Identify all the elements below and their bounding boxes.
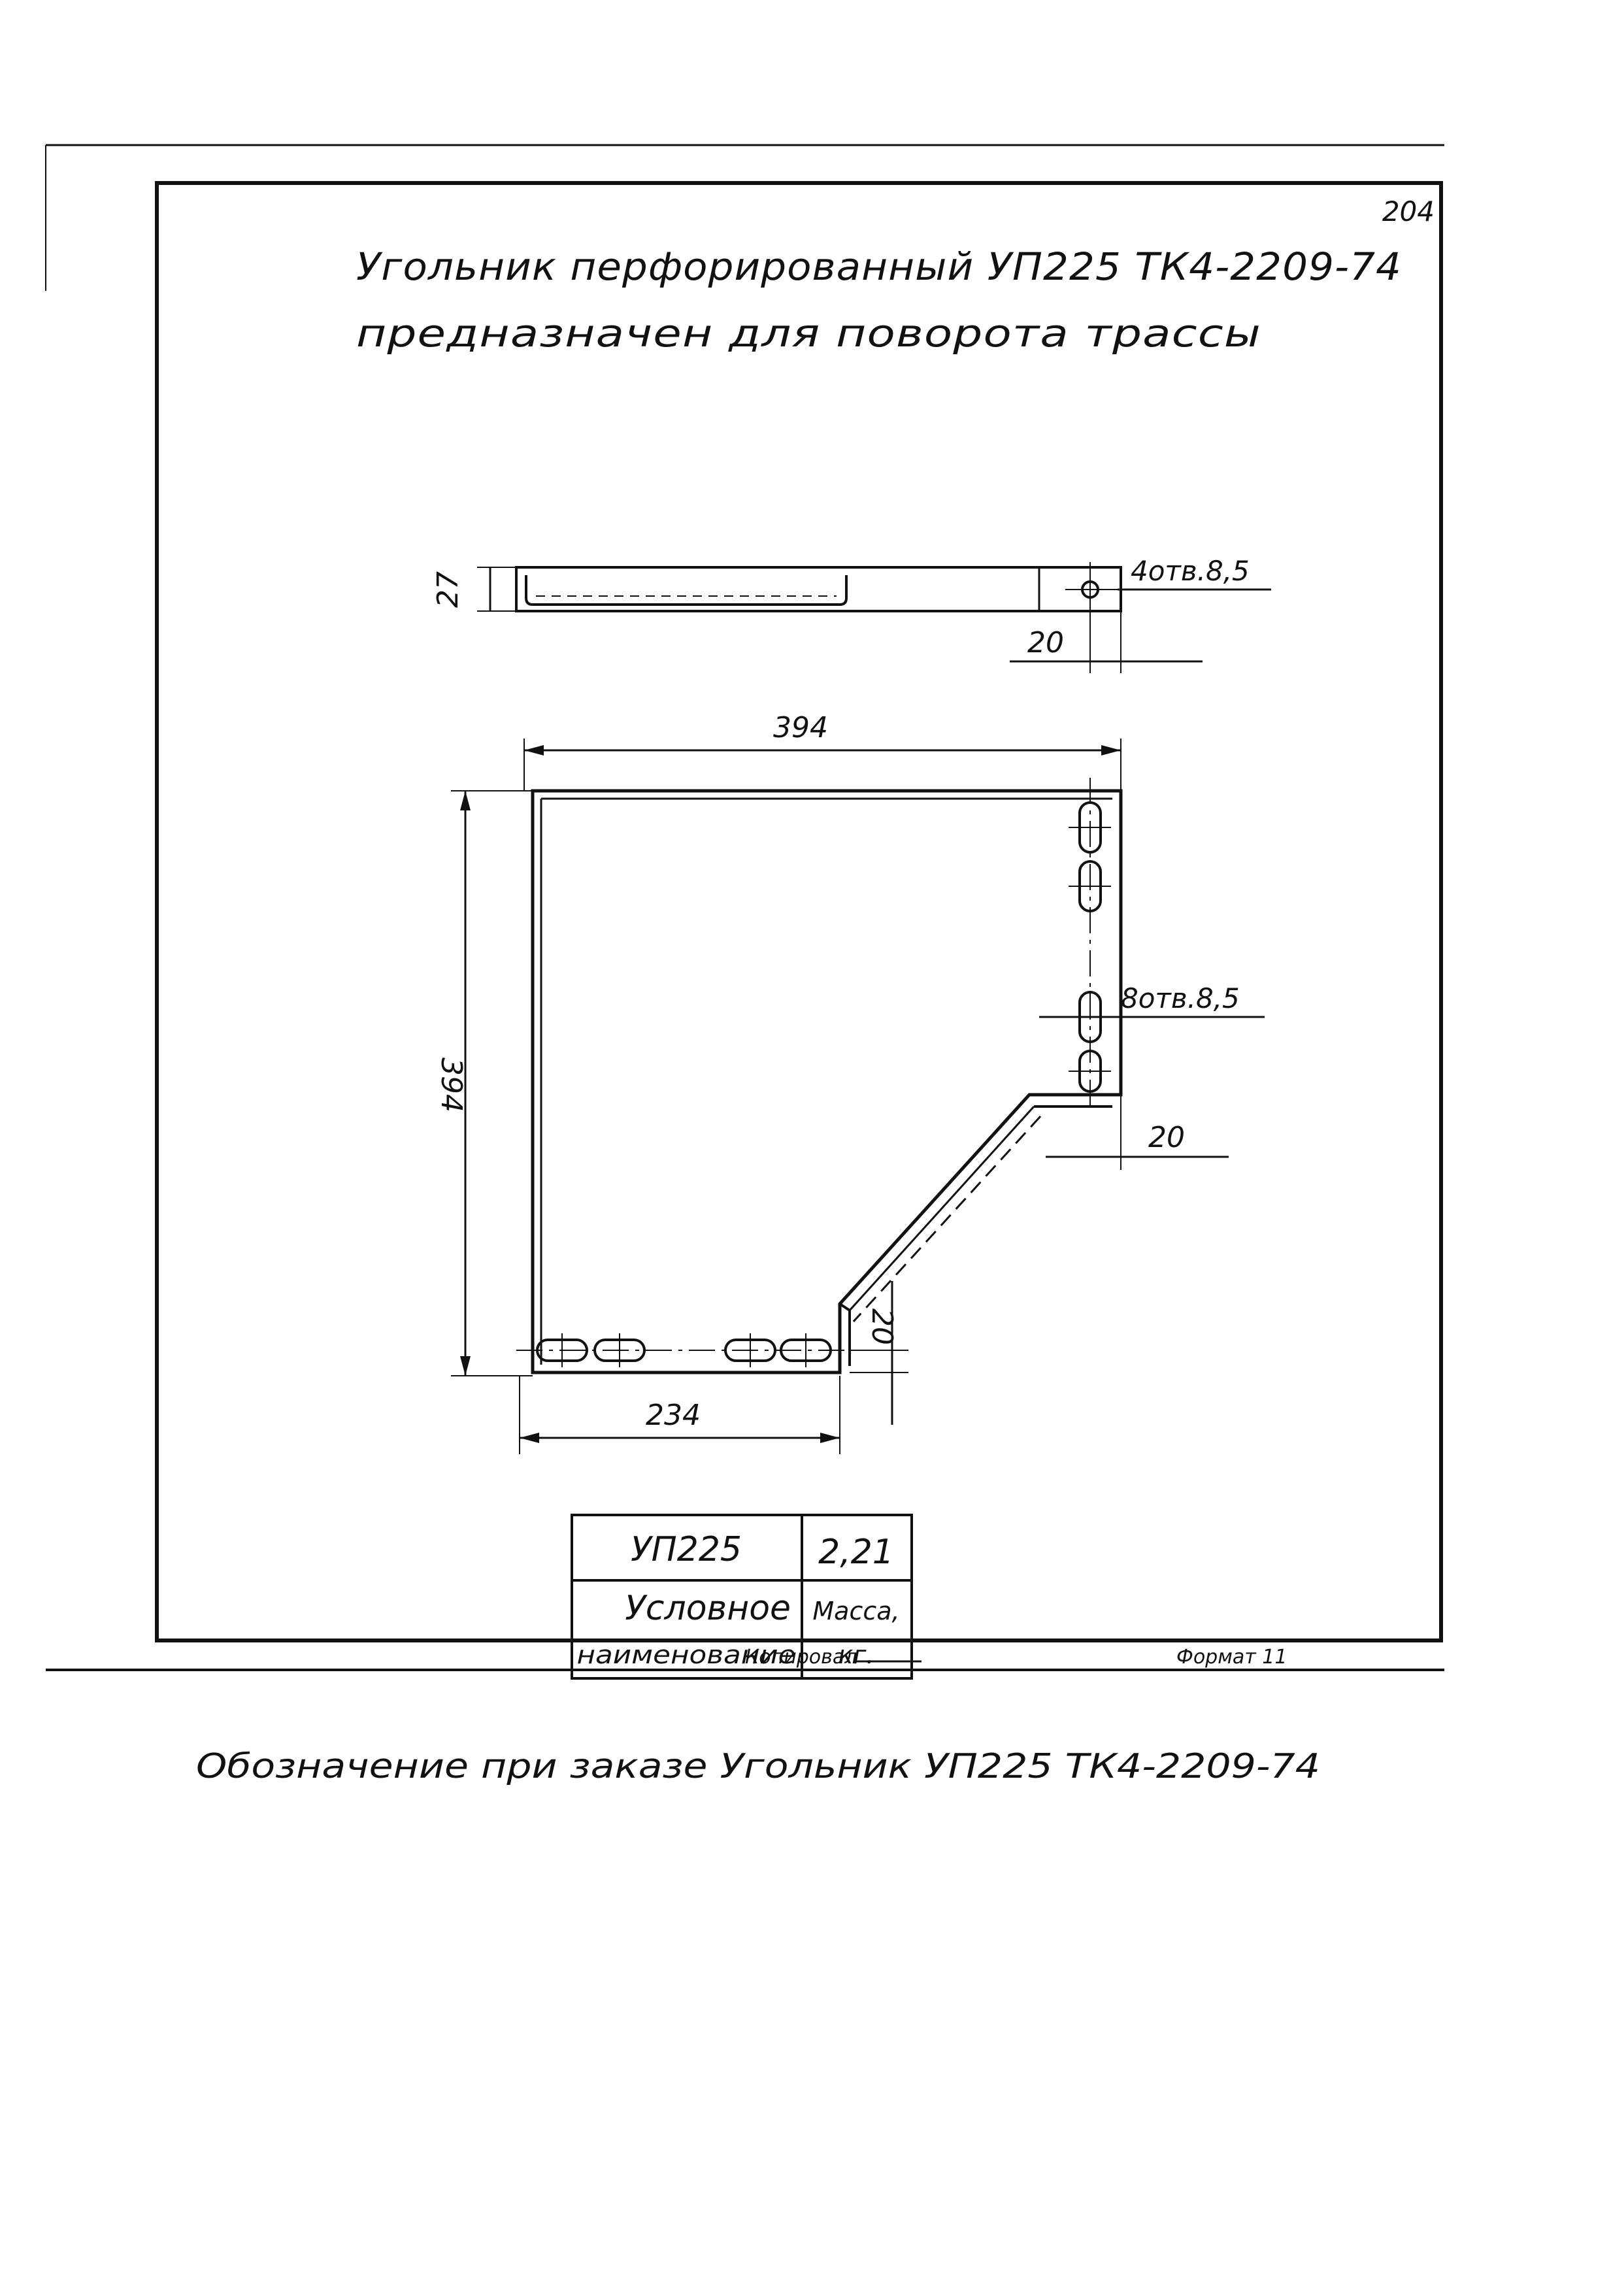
spec-table-designation: УП225 [631,1530,742,1569]
dim-right-offset: 20 [1148,1121,1185,1154]
dim-top-offset: 20 [1027,626,1064,659]
title-line-1: Угольник перфорированный УП225 ТК4-2209-… [356,244,1402,289]
spec-table: УП225 2,21 Условное наименование Масса, … [571,1514,913,1680]
order-note: Обозначение при заказе Угольник УП225 ТК… [196,1747,1320,1786]
dim-bottom-length: 234 [646,1399,701,1432]
spec-table-mass: 2,21 [818,1533,894,1572]
spec-table-border [571,1514,913,1680]
title-line-2: предназначен для поворота трассы [356,311,1261,356]
footer-copied-by: Копировал [745,1646,857,1669]
plan-view-outline [531,789,1123,1374]
note-side-holes: 8отв.8,5 [1121,982,1240,1014]
footer-format: Формат 11 [1176,1646,1287,1669]
dim-bottom-offset: 20 [865,1308,899,1345]
spec-table-mass-header-2: кг. [839,1640,874,1669]
dim-overall-width: 394 [773,711,828,744]
plan-view-diagonal-dashed [852,1115,1042,1323]
plan-view-diagonal-fold [839,1093,1121,1366]
dim-side-height: 27 [431,571,465,608]
side-view-channel [525,575,848,606]
plan-view [516,778,1123,1374]
dim-overall-height: 394 [435,1057,468,1112]
drawing-frame [155,181,1443,1642]
page-number: 204 [1382,195,1435,227]
note-top-holes: 4отв.8,5 [1131,555,1250,587]
spec-table-designation-header-1: Условное [625,1589,791,1628]
spec-table-designation-header-2: наименование [577,1640,796,1669]
spec-table-mass-header-1: Масса, [812,1597,899,1625]
plan-view-diagonal-edge [848,1105,1035,1312]
